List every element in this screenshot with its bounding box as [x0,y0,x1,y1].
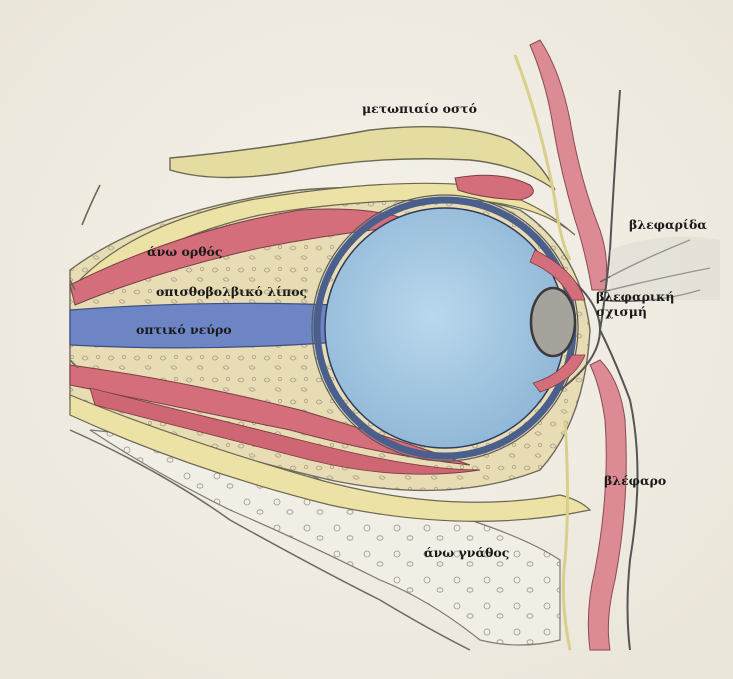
eyeball [325,208,565,448]
label-eyelid: βλέφαρο [604,473,666,488]
label-maxilla: άνω γνάθος [424,545,509,560]
label-eyelashes: βλεφαρίδα [629,217,707,232]
label-frontal-bone: μετωπιαίο οστό [362,101,477,116]
label-retrobulbar-fat: οπισθοβολβικό λίπος [156,284,307,299]
label-optic-nerve: οπτικό νεύρο [136,322,232,337]
label-palpebral-fissure: βλεφαρική σχισμή [596,289,668,319]
label-superior-rectus: άνω ορθός [147,244,222,259]
lens [531,288,575,356]
